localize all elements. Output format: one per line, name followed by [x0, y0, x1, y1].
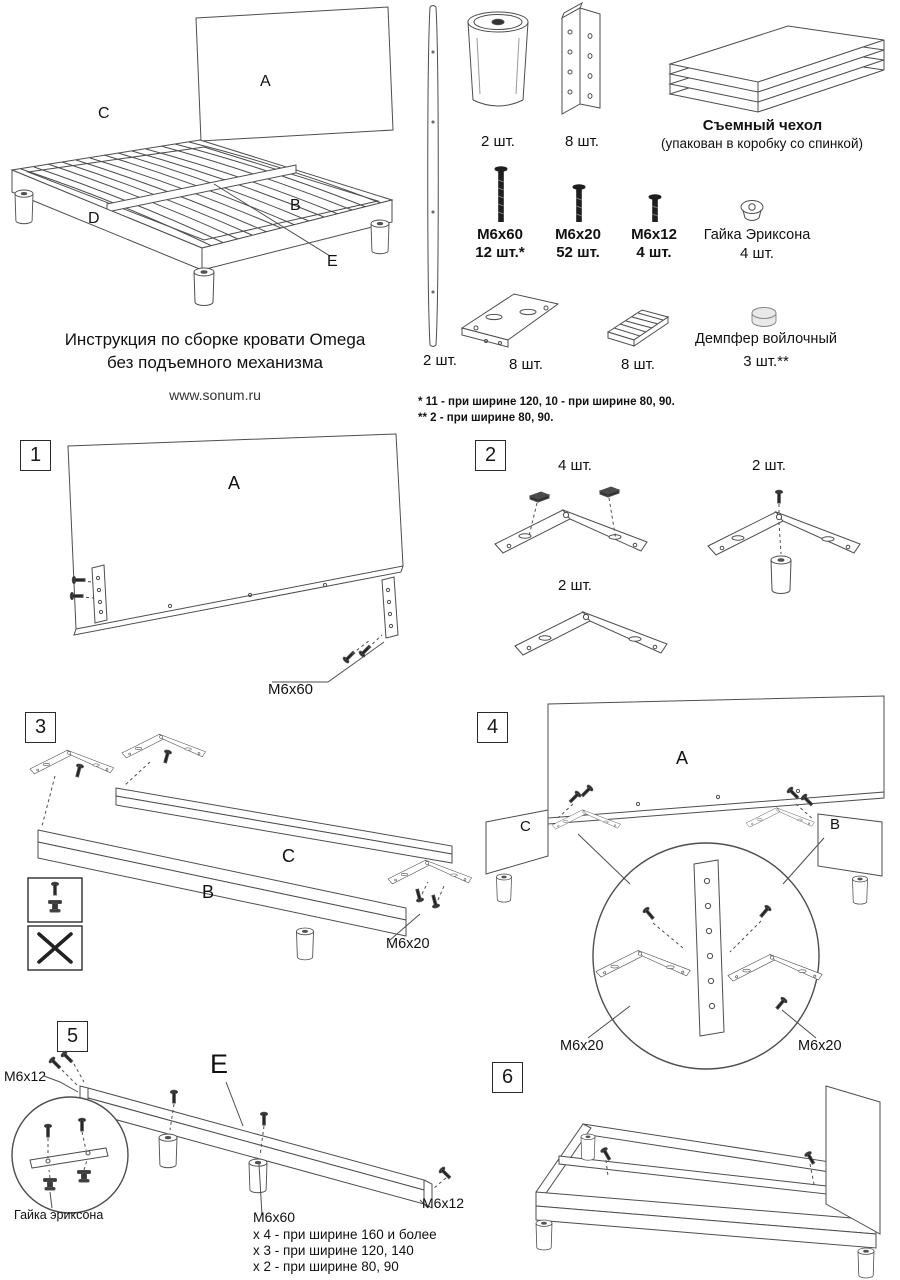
part-bolt-m6x12-icon — [648, 194, 662, 222]
part-damper-name: Демпфер войлочный — [695, 331, 837, 347]
step3-bolt-label: М6х20 — [386, 936, 430, 952]
step6-number: 6 — [501, 1066, 514, 1088]
step1-number: 1 — [29, 444, 42, 466]
wrong-assembly-icon — [27, 925, 83, 971]
headboard-panel — [195, 6, 394, 142]
step2-qty-leg-plates: 2 шт. — [752, 457, 786, 474]
part-erikson-nut-name: Гайка Эриксона — [703, 227, 811, 243]
step5-drawing — [11, 1049, 453, 1216]
step1-drawing — [67, 433, 404, 683]
part-damper-qty: 3 шт.** — [743, 353, 789, 370]
part-slat-qty: 2 шт. — [423, 352, 457, 369]
step1-number-box: 1 — [20, 440, 51, 471]
part-slat-holder-qty: 8 шт. — [621, 356, 655, 373]
step2-qty-dampers: 4 шт. — [558, 457, 592, 474]
overview-label-c: C — [98, 105, 110, 122]
step2-number: 2 — [484, 444, 497, 466]
step6-drawing — [535, 1085, 881, 1279]
step4-bolt-label-left: М6х20 — [560, 1038, 604, 1054]
step5-note-bolt: М6х60 — [253, 1209, 296, 1225]
step4-bolt-label-right: М6х20 — [798, 1038, 842, 1054]
part-leg-drawing — [467, 11, 529, 107]
part-slat-drawing — [427, 5, 439, 347]
page-title-line2: без подъемного механизма — [107, 353, 323, 372]
step5-number: 5 — [66, 1025, 79, 1047]
website-url: www.sonum.ru — [169, 387, 261, 403]
part-bolt-m6x12-qty: 4 шт. — [636, 244, 672, 261]
step2-number-box: 2 — [475, 440, 506, 471]
step4-number: 4 — [486, 716, 499, 738]
bed-overview-drawing — [10, 6, 394, 306]
part-slat-holder-drawing — [606, 309, 670, 347]
part-bolt-m6x20-icon — [572, 184, 586, 222]
step3-number: 3 — [34, 716, 47, 738]
part-cover-title: Съемный чехол — [702, 117, 823, 134]
step4-drawing — [485, 695, 885, 1070]
footnote-1: * 11 - при ширине 120, 10 - при ширине 8… — [418, 396, 675, 408]
step5-nut-label: Гайка эриксона — [14, 1208, 104, 1222]
step3-drawing — [27, 733, 472, 971]
part-corner-bracket-drawing — [561, 1, 601, 115]
step5-bolt-label-right: М6х12 — [422, 1195, 465, 1211]
step3-label-c: C — [282, 846, 295, 866]
part-bolt-m6x12-name: М6х12 — [631, 226, 677, 243]
step6-number-box: 6 — [492, 1062, 523, 1093]
part-damper-icon — [751, 307, 777, 327]
part-bolt-m6x60-icon — [494, 166, 508, 222]
step2-drawing — [494, 486, 861, 656]
step5-note-line3: х 2 - при ширине 80, 90 — [253, 1259, 399, 1274]
part-angle-bracket-qty: 8 шт. — [509, 356, 543, 373]
overview-label-a: A — [260, 73, 271, 90]
step4-label-b: B — [830, 816, 841, 833]
footnote-2: ** 2 - при ширине 80, 90. — [418, 412, 554, 424]
part-cover-note: (упакован в коробку со спинкой) — [661, 136, 863, 151]
correct-assembly-icon — [27, 877, 83, 923]
part-corner-bracket-qty: 8 шт. — [565, 133, 599, 150]
step2-qty-plain-plates: 2 шт. — [558, 577, 592, 594]
step4-label-a: A — [676, 748, 689, 768]
part-cover-drawing — [668, 25, 885, 113]
step4-label-c: C — [520, 818, 531, 835]
step5-note-line1: х 4 - при ширине 160 и более — [253, 1227, 437, 1242]
step1-bolt-label: М6х60 — [268, 681, 314, 698]
step5-number-box: 5 — [57, 1021, 88, 1052]
step5-label-e: E — [210, 1049, 229, 1079]
part-bolt-m6x60-name: М6х60 — [477, 226, 523, 243]
overview-label-b: B — [290, 197, 301, 214]
step1-label-a: A — [228, 473, 241, 493]
step3-number-box: 3 — [25, 712, 56, 743]
page-title: Инструкция по сборке кровати Omega — [64, 330, 366, 349]
step5-note-line2: х 3 - при ширине 120, 140 — [253, 1243, 414, 1258]
part-erikson-nut-icon — [740, 200, 764, 221]
part-bolt-m6x20-name: М6х20 — [555, 226, 601, 243]
step5-bolt-label-top: М6х12 — [4, 1068, 47, 1084]
overview-label-e: E — [327, 253, 338, 270]
part-leg-qty: 2 шт. — [481, 133, 515, 150]
part-erikson-nut-qty: 4 шт. — [740, 245, 774, 262]
step3-label-b: B — [202, 882, 215, 902]
step4-number-box: 4 — [477, 712, 508, 743]
overview-label-d: D — [88, 210, 100, 227]
part-angle-bracket-drawing — [460, 293, 560, 348]
part-bolt-m6x60-qty: 12 шт.* — [475, 244, 525, 261]
part-bolt-m6x20-qty: 52 шт. — [556, 244, 600, 261]
